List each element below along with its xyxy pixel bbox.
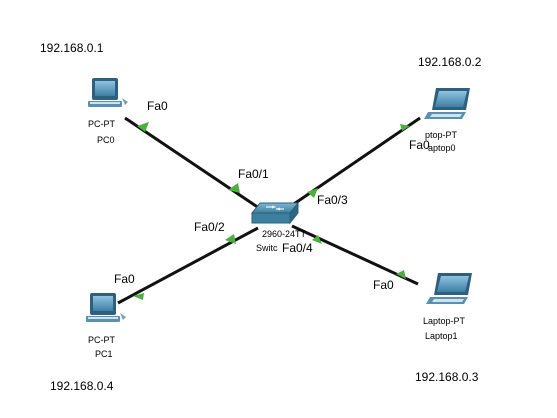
device-name-label: Switc xyxy=(256,243,278,253)
link-up-indicator xyxy=(400,124,410,131)
port-label: Fa0/3 xyxy=(317,193,348,207)
ip-label: 192.168.0.3 xyxy=(415,370,479,384)
device-model-label: ptop-PT xyxy=(425,130,458,140)
device-model-label: 2960-24TT xyxy=(262,229,307,239)
pc-icon[interactable] xyxy=(86,293,126,322)
link-pc0-switch[interactable] xyxy=(124,116,263,212)
device-name-label: PC0 xyxy=(97,135,115,145)
ip-label: 192.168.0.1 xyxy=(40,41,104,55)
port-label: Fa0 xyxy=(373,278,394,292)
link-pc1-switch[interactable] xyxy=(117,226,259,305)
pc-icon[interactable] xyxy=(88,78,128,107)
laptop-icon[interactable] xyxy=(424,88,470,119)
port-label: Fa0 xyxy=(114,272,135,286)
ip-label: 192.168.0.4 xyxy=(50,379,114,393)
link-up-indicator xyxy=(396,270,406,279)
link-status-indicators xyxy=(133,122,410,300)
device-name-label: aptop0 xyxy=(428,143,456,153)
link-up-indicator xyxy=(133,293,144,300)
link-up-indicator xyxy=(137,122,149,132)
link-up-indicator xyxy=(312,235,322,244)
link-up-indicator xyxy=(228,183,240,193)
device-name-label: PC1 xyxy=(95,349,113,359)
ip-label: 192.168.0.2 xyxy=(418,55,482,69)
link-up-indicator xyxy=(225,234,236,244)
port-label: Fa0/1 xyxy=(238,167,269,181)
link-up-indicator xyxy=(307,188,318,198)
device-model-label: Laptop-PT xyxy=(423,316,466,326)
switch-icon[interactable] xyxy=(250,201,300,225)
device-model-label: PC-PT xyxy=(88,119,116,129)
port-label: Fa0 xyxy=(147,99,168,113)
port-label: Fa0/4 xyxy=(282,241,313,255)
port-label: Fa0/2 xyxy=(194,220,225,234)
laptop-icon[interactable] xyxy=(426,273,472,304)
device-name-label: Laptop1 xyxy=(425,331,458,341)
link-laptop0-switch[interactable] xyxy=(287,116,421,210)
port-label: Fa0 xyxy=(409,138,430,152)
device-model-label: PC-PT xyxy=(88,335,116,345)
